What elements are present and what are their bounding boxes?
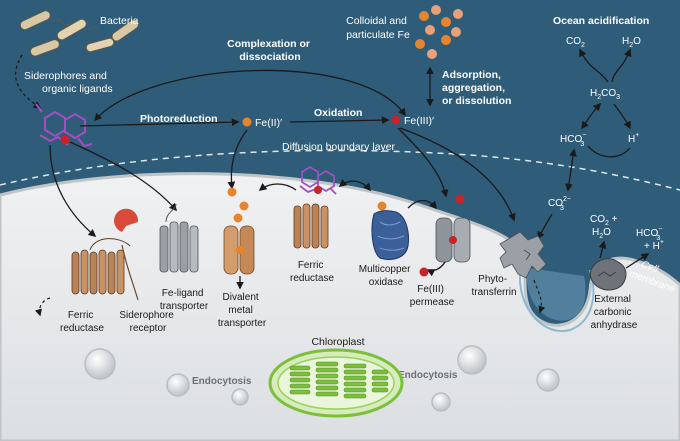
colloidal-label: Colloidal and particulate Fe xyxy=(346,15,410,41)
vesicle-icon xyxy=(84,345,560,412)
co2-h2o-label: CO2 + xyxy=(590,214,618,227)
fe-particle-icon xyxy=(415,5,463,59)
multicopper-oxidase-icon xyxy=(371,201,409,260)
to-fe-ligand-arrow xyxy=(69,141,178,212)
photoreduction-arrow xyxy=(79,118,240,127)
fe-ligand-label: Fe-ligand transporter xyxy=(160,288,209,312)
adsorption-label: Adsorption, aggregation, or dissolution xyxy=(442,69,511,107)
h2o-arrow xyxy=(611,48,632,83)
ferric-reductase-mid-label: Ferric reductase xyxy=(290,260,334,284)
diffusion-boundary-line xyxy=(0,149,680,191)
hco3-h-label: HCO−3 xyxy=(636,226,662,242)
hco3-label: HCO−3 xyxy=(560,132,586,148)
fe3-ion-icon xyxy=(391,115,401,125)
ocean-acidification-label: Ocean acidification xyxy=(553,15,649,27)
h2co3-label: H2CO3 xyxy=(590,88,620,101)
siderophores-label: Siderophores and organic ligands xyxy=(24,70,113,95)
co3-label: CO2−3 xyxy=(548,196,571,212)
chloroplast-icon xyxy=(268,348,404,418)
to-divalent-arrow xyxy=(227,129,248,190)
carbonic-anhydrase-icon xyxy=(589,258,627,291)
ferric-mco-arrow xyxy=(338,179,371,192)
diffusion-boundary-label: Diffusion boundary layer xyxy=(282,141,396,153)
hplus-small-label: + H+ xyxy=(644,239,664,252)
oxidation-label: Oxidation xyxy=(314,107,362,119)
hplus-arrow xyxy=(613,103,631,130)
to-ferric-reductase-arrow xyxy=(49,144,97,238)
bacteria-secretion-arrow xyxy=(14,54,42,109)
external-ca-label: External carbonic anhydrase xyxy=(591,294,638,331)
phytotransferrin-label: Phyto- transferrin xyxy=(471,274,516,298)
mco-to-permease-arrow xyxy=(407,199,437,210)
bacteria-label: Bacteria xyxy=(100,15,139,27)
ferric-reductase-mid-icon xyxy=(293,165,337,249)
fe3-permease-label: Fe(III) permease xyxy=(410,284,455,308)
fe3-permease-icon xyxy=(435,194,471,263)
endocytosis-right-label: Endocytosis xyxy=(398,370,458,381)
fe3-to-permease-arrow xyxy=(397,127,449,198)
photoreduction-label: Photoreduction xyxy=(140,113,218,125)
permease-inward-arrow xyxy=(426,261,446,277)
bacteria-icon xyxy=(19,10,139,57)
proton-loop xyxy=(587,145,631,158)
fe3-internal-icon xyxy=(419,267,429,277)
phytotransferrin-icon xyxy=(499,231,547,279)
siderophore-receptor-label: Siderophore receptor xyxy=(119,310,176,334)
siderophore-receptor-icon xyxy=(114,208,139,232)
co3-arrow xyxy=(565,148,577,192)
phytotransferrin-endocytosis-arrow xyxy=(533,279,546,314)
divalent-metal-transporter-icon xyxy=(223,187,255,275)
hplus-label: H+ xyxy=(628,132,639,145)
complexation-label: Complexation or dissociation xyxy=(227,38,313,63)
fe-ligand-transporter-icon xyxy=(159,203,199,273)
ferric-reductase-left-icon xyxy=(71,238,131,295)
hco3-arrow xyxy=(581,102,602,130)
h2o-small-label: H2O xyxy=(592,227,611,240)
h2o-label: H2O xyxy=(622,36,641,49)
ca-arrow-right xyxy=(625,253,650,269)
co2-label: CO2 xyxy=(566,36,585,49)
fe3-to-phytotransferrin-arrow xyxy=(399,127,516,222)
chloroplast-label: Chloroplast xyxy=(311,336,364,348)
ferric-reductase-left-arrow xyxy=(34,297,51,317)
fe2-label: Fe(II)′ xyxy=(255,117,282,129)
oxidation-arrow xyxy=(289,116,390,125)
divalent-label: Divalent metal transporter xyxy=(218,292,267,329)
fe3-label: Fe(III)′ xyxy=(404,115,434,127)
ferric-reductase-left-label: Ferric reductase xyxy=(60,310,104,334)
endocytosis-left-label: Endocytosis xyxy=(192,376,252,387)
fe2-ion-icon xyxy=(242,117,252,127)
ferric-to-divalent-arrow xyxy=(258,183,297,191)
co3-to-phytotransferrin-arrow xyxy=(537,213,553,240)
multicopper-label: Multicopper oxidase xyxy=(359,264,413,288)
co2-arrow xyxy=(579,48,609,83)
complexation-arrow xyxy=(93,69,406,122)
ca-arrow-left xyxy=(598,240,607,259)
siderophore-ligand-icon xyxy=(35,103,93,148)
